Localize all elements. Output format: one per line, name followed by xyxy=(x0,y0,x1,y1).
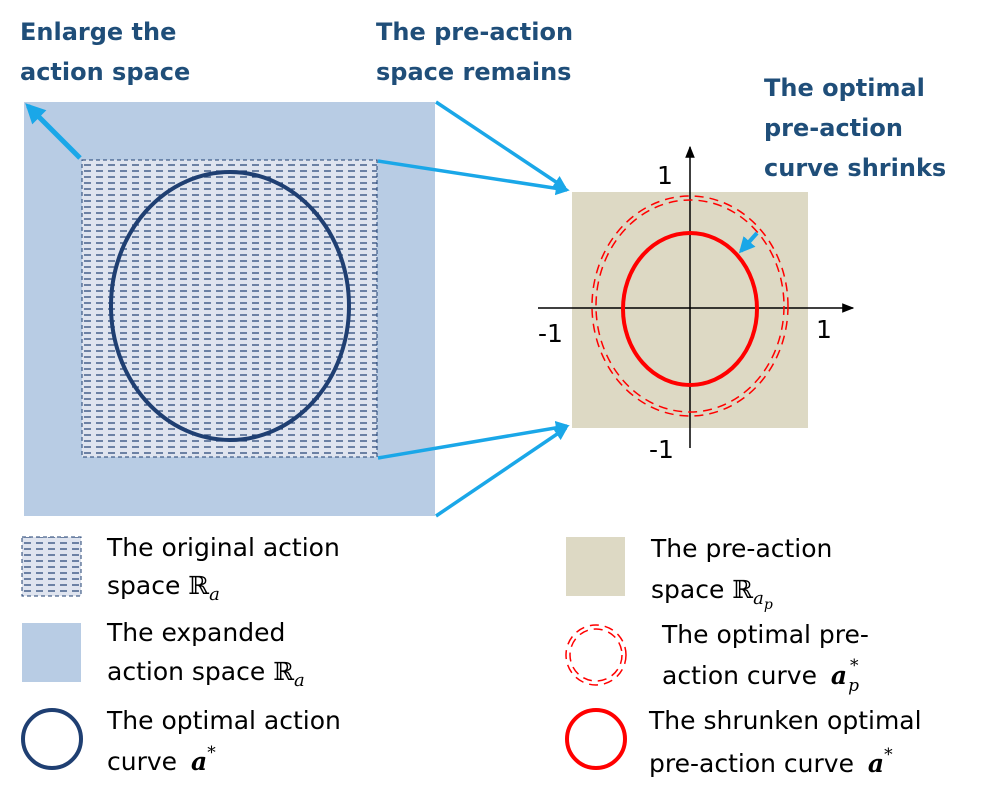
connector-arrow-mid-bottom xyxy=(377,420,570,460)
enlarge-heading-line2: action space xyxy=(20,58,190,86)
legend-optimal-preaction-line1: The optimal pre- xyxy=(661,620,869,649)
x-axis-neg-label: -1 xyxy=(538,319,563,348)
legend-original-line2: space ℝa xyxy=(107,571,220,605)
connector-arrow-top xyxy=(435,100,568,190)
legend-preaction-swatch xyxy=(566,537,625,596)
legend-optimal-action-swatch xyxy=(21,708,83,770)
legend-expanded-line2: action space ℝa xyxy=(107,657,305,691)
legend-expanded-swatch xyxy=(22,623,81,682)
connector-arrow-bottom xyxy=(435,426,569,518)
optimal-heading-line2: pre-action xyxy=(764,114,903,142)
legend-shrunken-swatch xyxy=(565,708,627,770)
preaction-heading-line2: space remains xyxy=(376,58,571,86)
legend-preaction-sub: a xyxy=(753,588,764,609)
connector-arrow-mid-top xyxy=(377,159,570,196)
legend-optimal-preaction-sub: p xyxy=(848,676,859,696)
legend-shrunken-symbol: a xyxy=(868,749,884,778)
legend-shrunken-line1: The shrunken optimal xyxy=(648,706,922,735)
legend-preaction-subsub: p xyxy=(764,597,773,613)
legend-preaction-line1: The pre-action xyxy=(650,534,832,563)
optimal-heading-line1: The optimal xyxy=(764,74,925,102)
legend-expanded-sub: a xyxy=(294,670,305,691)
legend-optimal-preaction-prefix: action curve xyxy=(662,661,825,690)
legend-optimal-action-line1: The optimal action xyxy=(106,706,341,735)
legend-original-prefix: space xyxy=(107,571,188,600)
legend-preaction-symbol: ℝ xyxy=(732,575,753,604)
legend-shrunken-prefix: pre-action curve xyxy=(649,749,862,778)
legend-original-symbol: ℝ xyxy=(188,571,209,600)
original-action-space xyxy=(81,159,378,458)
enlarge-arrow xyxy=(25,103,82,160)
legend-original-line1: The original action xyxy=(106,533,340,562)
legend-optimal-preaction-sup: * xyxy=(850,656,859,676)
legend-optimal-preaction-symbol: a xyxy=(831,661,847,690)
y-axis-neg-label: -1 xyxy=(649,435,674,464)
enlarge-heading-line1: Enlarge the xyxy=(20,18,176,46)
legend-preaction-line2: space ℝap xyxy=(651,575,773,613)
shrink-arrow xyxy=(738,231,759,254)
legend-shrunken-sup: * xyxy=(884,745,893,765)
legend-shrunken-line2: pre-action curve a* xyxy=(649,745,893,778)
legend-preaction-prefix: space xyxy=(651,575,732,604)
shrunken-optimal-curve xyxy=(621,231,759,387)
optimal-preaction-curve-inner xyxy=(595,199,785,413)
preaction-heading-line1: The pre-action xyxy=(376,18,573,46)
legend-original-swatch xyxy=(21,536,82,597)
legend-optimal-action-sup: * xyxy=(207,743,216,763)
legend-expanded-prefix: action space xyxy=(107,657,273,686)
optimal-preaction-curve-outer xyxy=(591,195,789,417)
legend-optimal-action-line2: curve a* xyxy=(107,743,216,776)
legend-optimal-action-prefix: curve xyxy=(107,747,185,776)
y-axis-pos-label: 1 xyxy=(657,161,673,190)
legend-expanded-line1: The expanded xyxy=(106,618,285,647)
legend-optimal-action-symbol: a xyxy=(191,747,207,776)
optimal-heading-line3: curve shrinks xyxy=(764,154,946,182)
legend-optimal-preaction-line2: action curve ap* xyxy=(662,656,859,696)
legend-expanded-symbol: ℝ xyxy=(273,657,294,686)
optimal-action-curve xyxy=(109,170,351,442)
legend-original-sub: a xyxy=(209,584,220,605)
x-axis-pos-label: 1 xyxy=(816,315,832,344)
legend-optimal-preaction-swatch-outer xyxy=(565,624,627,686)
legend-optimal-preaction-swatch-inner xyxy=(569,628,623,682)
